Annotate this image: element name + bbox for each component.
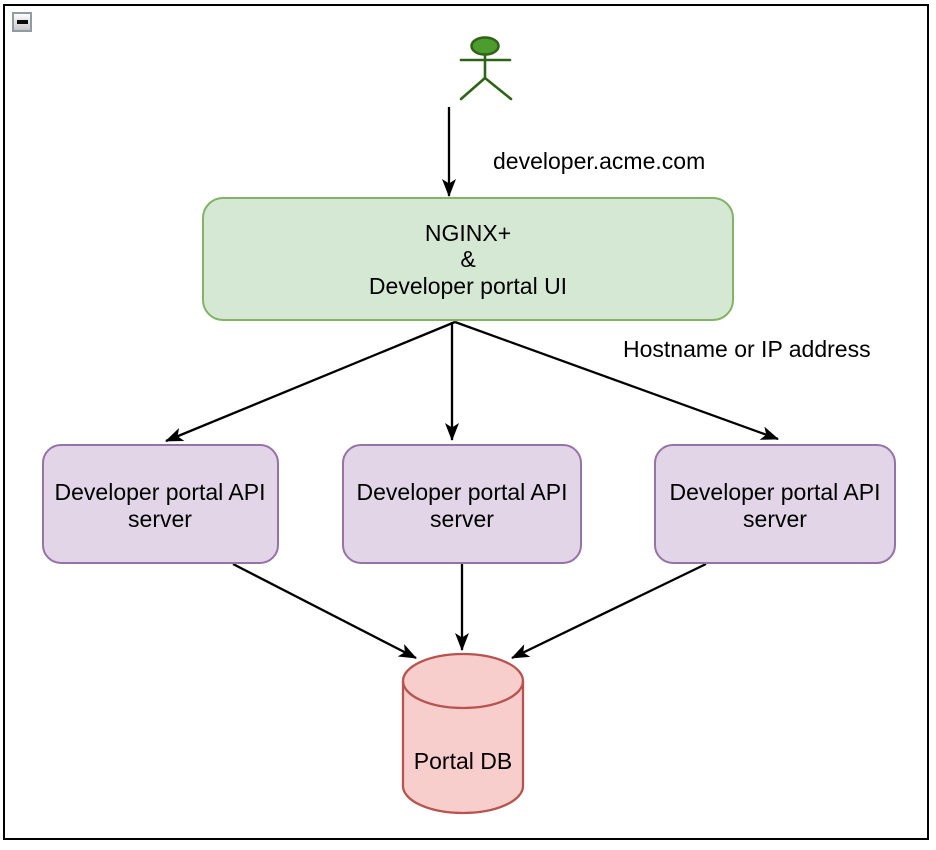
collapse-diagram-button[interactable]: [12, 12, 32, 32]
actor-head: [470, 36, 500, 56]
user-actor-icon[interactable]: [459, 36, 513, 101]
node-api-server-right[interactable]: Developer portal API server: [654, 444, 896, 564]
edge-nginx-to-api-left[interactable]: [165, 320, 456, 443]
node-nginx-label-line3: Developer portal UI: [369, 273, 567, 299]
node-nginx-label-line2: &: [460, 246, 475, 272]
edge-api-left-to-db[interactable]: [232, 562, 417, 660]
node-api-server-left[interactable]: Developer portal API server: [42, 444, 279, 564]
minus-icon: [16, 20, 28, 24]
node-api-mid-label-line2: server: [430, 506, 494, 532]
edge-nginx-to-api-right[interactable]: [454, 320, 779, 441]
actor-left-leg: [459, 76, 487, 101]
edge-label-domain: developer.acme.com: [493, 148, 705, 174]
actor-right-leg: [483, 76, 513, 101]
db-cylinder-top-rim: [401, 680, 525, 710]
node-db-label: Portal DB: [414, 748, 512, 774]
node-api-right-label-line1: Developer portal API: [670, 479, 881, 505]
node-api-server-mid[interactable]: Developer portal API server: [342, 444, 582, 564]
node-api-left-label-line1: Developer portal API: [55, 479, 266, 505]
db-cylinder-body: [401, 652, 525, 815]
node-nginx-label-line1: NGINX+: [425, 220, 511, 246]
node-api-mid-label-line1: Developer portal API: [357, 479, 568, 505]
edge-api-right-to-db[interactable]: [511, 562, 707, 660]
node-api-right-label-line2: server: [743, 506, 807, 532]
node-api-left-label-line2: server: [128, 506, 192, 532]
node-portal-db[interactable]: Portal DB: [401, 652, 525, 815]
edge-label-hostname: Hostname or IP address: [623, 336, 871, 362]
node-nginx-portal-ui[interactable]: NGINX+ & Developer portal UI: [202, 197, 734, 321]
